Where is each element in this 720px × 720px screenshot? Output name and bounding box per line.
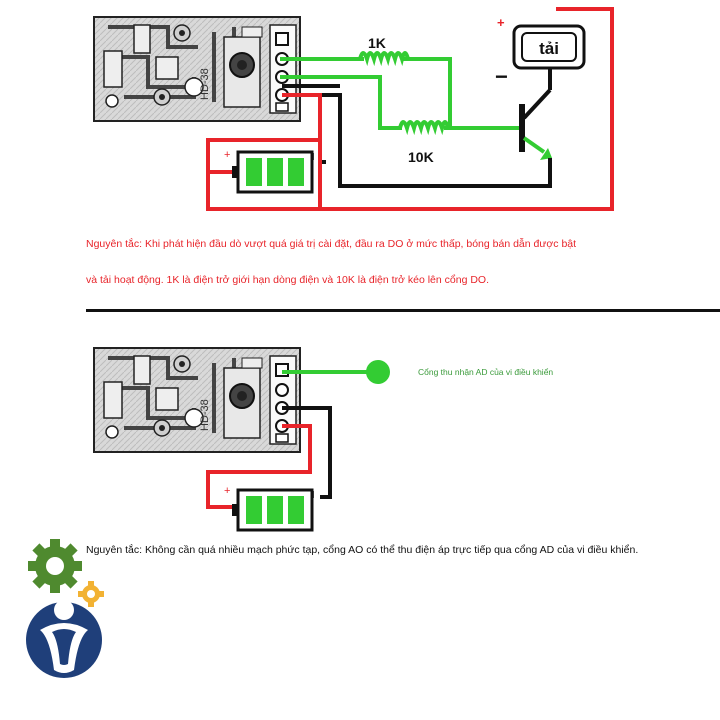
logo (26, 539, 104, 678)
resistor-1k (358, 51, 410, 67)
load-box: tải (512, 24, 586, 70)
note-bottom-line: Nguyên tắc: Không cần quá nhiều mạch phứ… (86, 544, 639, 556)
ad-port-label: Cổng thu nhận AD của vi điều khiển (418, 367, 554, 377)
transistor (519, 88, 552, 160)
battery-top: + I (224, 149, 315, 194)
red-wires-top (206, 7, 614, 211)
resistor-10k-label: 10K (408, 149, 434, 165)
divider (86, 309, 720, 312)
note-top-line2: và tải hoạt động. 1K là điện trở giới hạ… (86, 274, 489, 286)
battery-minus-bottom: I (312, 490, 315, 501)
minus-sign: − (495, 64, 508, 89)
sensor-module-top: HD-38 (92, 15, 302, 123)
red-wires-bottom (206, 424, 312, 509)
black-wires-bottom (282, 406, 332, 499)
module-label: HD-38 (199, 68, 211, 100)
gear-icon (28, 539, 82, 593)
ad-port-node (366, 360, 390, 384)
module-label-bottom: HD-38 (199, 399, 211, 431)
green-wires-top (280, 57, 524, 130)
load-label: tải (539, 39, 559, 58)
note-top-line1: Nguyên tắc: Khi phát hiện đầu dò vượt qu… (86, 238, 577, 250)
sensor-module-bottom: HD-38 (92, 346, 302, 454)
battery-plus: + (224, 149, 230, 161)
battery-minus: I (312, 152, 315, 163)
person-icon (26, 600, 102, 678)
gear-icon (78, 581, 104, 607)
resistor-10k (398, 120, 450, 136)
battery-plus-bottom: + (224, 485, 230, 497)
battery-bottom: + I (224, 485, 315, 532)
plus-sign: + (497, 15, 505, 30)
resistor-1k-label: 1K (368, 35, 386, 51)
